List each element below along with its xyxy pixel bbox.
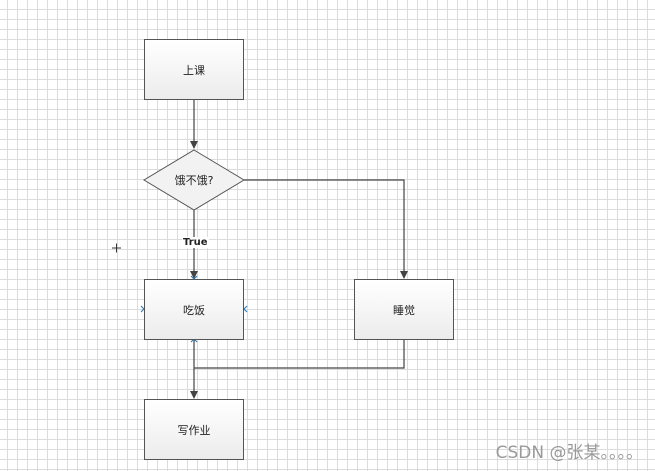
node-start-label: 上课 [183, 63, 205, 77]
crosshair-cursor-icon [112, 243, 121, 253]
edge-sleep-to-end[interactable] [194, 340, 405, 369]
watermark: CSDN @张某。。。。 [495, 443, 643, 463]
node-sleep[interactable]: 睡觉 [354, 279, 454, 340]
node-end[interactable]: 写作业 [144, 399, 244, 460]
edge-decision-to-sleep[interactable] [244, 179, 408, 279]
node-decision-label: 饿不饿? [174, 174, 214, 187]
node-end-label: 写作业 [177, 423, 211, 437]
node-start[interactable]: 上课 [144, 39, 244, 100]
decision-diamond-shape[interactable] [143, 149, 245, 211]
node-eat[interactable]: 吃饭 [144, 279, 244, 340]
node-eat-label: 吃饭 [183, 303, 205, 317]
node-sleep-label: 睡觉 [393, 303, 415, 317]
edge-label-true: True [182, 237, 209, 248]
